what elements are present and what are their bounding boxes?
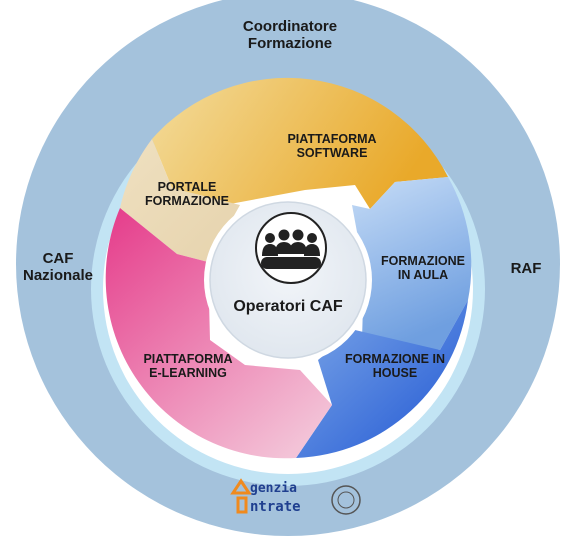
label-caf-nazionale: CAF Nazionale [22,250,94,285]
segment-portale-formazione [120,139,240,262]
agenzia-entrate-logo [230,478,361,515]
segment-formazione-in-house [296,300,468,458]
label-formazione-in-house: FORMAZIONE IN HOUSE [345,352,445,381]
label-formazione-in-aula: FORMAZIONE IN AULA [380,254,466,283]
logo-text-agenzia: genzia [250,481,297,496]
group-meeting-icon [261,229,321,269]
label-coordinatore-formazione: Coordinatore Formazione [242,18,338,53]
label-operatori-caf: Operatori CAF [233,298,343,315]
label-piattaforma-e-learning: PIATTAFORMA E-LEARNING [143,352,233,381]
segment-piattaforma-software [152,77,448,209]
label-piattaforma-software: PIATTAFORMA SOFTWARE [287,132,377,161]
label-portale-formazione: PORTALE FORMAZIONE [144,180,230,209]
segment-piattaforma-e-learning [105,208,332,459]
emblem-icon [331,485,361,515]
segment-formazione-in-aula [352,177,472,350]
logo-text-entrate: ntrate [250,499,301,515]
label-raf: RAF [510,260,542,277]
